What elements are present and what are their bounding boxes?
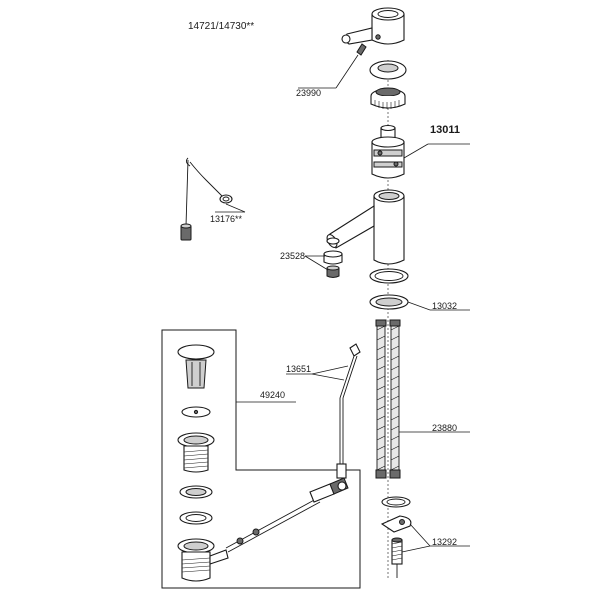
label-23528: 23528 bbox=[280, 251, 305, 261]
cartridge-13011 bbox=[371, 124, 405, 179]
label-13292: 13292 bbox=[432, 537, 457, 547]
label-13651: 13651 bbox=[286, 364, 311, 374]
handle-lever bbox=[341, 7, 405, 45]
label-23880: 23880 bbox=[432, 423, 457, 433]
waste-plug bbox=[177, 344, 215, 389]
handle-cap bbox=[369, 60, 407, 80]
tap-body bbox=[326, 189, 405, 265]
leader-13011 bbox=[403, 143, 429, 159]
leader-13032 bbox=[407, 301, 431, 311]
leader-23990 bbox=[335, 54, 359, 89]
label-13176: 13176** bbox=[210, 214, 243, 224]
flex-hoses-23880 bbox=[375, 319, 401, 479]
threaded-ring bbox=[370, 87, 406, 109]
label-13011: 13011 bbox=[430, 124, 460, 136]
waste-flange bbox=[177, 432, 215, 473]
plug-washer bbox=[181, 406, 211, 418]
pivot-rod bbox=[225, 477, 349, 553]
fixing-set-13292 bbox=[380, 496, 412, 578]
label-23990: 23990 bbox=[296, 88, 321, 98]
chain-plug-13176 bbox=[180, 157, 233, 241]
grub-screw-23990 bbox=[356, 43, 367, 56]
leader-13651 bbox=[311, 365, 349, 375]
leader-13292 bbox=[409, 523, 431, 547]
waste-seal-lower bbox=[179, 511, 213, 525]
waste-seal-upper bbox=[179, 485, 213, 499]
lift-rod-13651 bbox=[336, 343, 361, 479]
label-13032: 13032 bbox=[432, 301, 457, 311]
aerator-23528 bbox=[323, 237, 343, 278]
waste-body bbox=[177, 538, 229, 582]
diagram-title: 14721/14730** bbox=[188, 21, 254, 32]
waste-group-box bbox=[161, 329, 361, 589]
label-49240: 49240 bbox=[260, 390, 285, 400]
base-ring-13032 bbox=[369, 268, 409, 310]
